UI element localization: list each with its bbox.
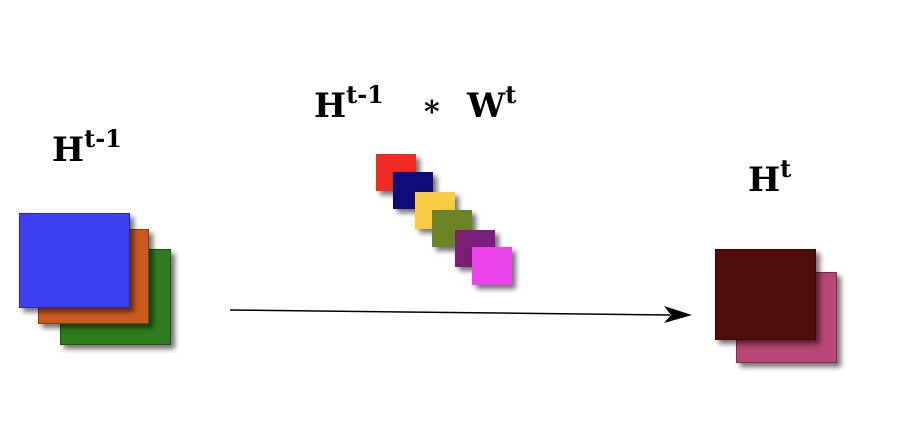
- output-layer-1: [715, 249, 816, 340]
- conv-left-label-base: H: [314, 86, 347, 126]
- arrow-shaft: [229, 309, 671, 316]
- input-label-base: H: [52, 130, 85, 170]
- conv-right-label-base: W: [467, 86, 506, 126]
- output-label: Ht: [748, 157, 791, 200]
- arrow-head: [664, 306, 692, 323]
- output-label-sup: t: [780, 154, 792, 183]
- output-label-base: H: [748, 160, 781, 200]
- conv-right-label-sup: t: [505, 80, 517, 109]
- input-layer-1: [19, 213, 130, 308]
- input-label: Ht-1: [52, 127, 122, 170]
- conv-left-label-sup: t-1: [346, 80, 384, 109]
- input-label-sup: t-1: [84, 124, 122, 153]
- conv-right-label: Wt: [467, 83, 516, 126]
- conv-left-label: Ht-1: [314, 83, 384, 126]
- convolution-operator: *: [424, 95, 440, 130]
- filter-6: [472, 247, 512, 285]
